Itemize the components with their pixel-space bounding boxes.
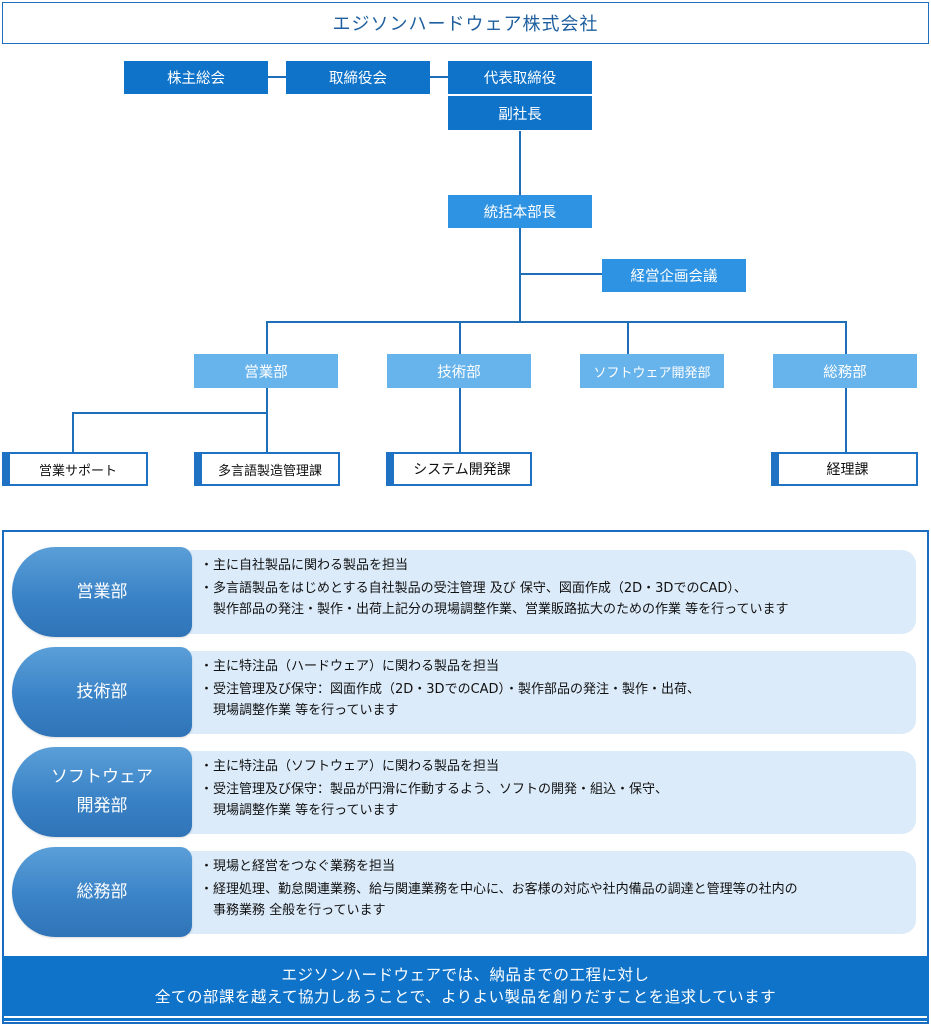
dept-pill-software: ソフトウェア 開発部 bbox=[12, 747, 192, 837]
description-text-tech: ・主に特注品（ハードウェア）に関わる製品を担当 ・受注管理及び保守：図面作成（2… bbox=[200, 656, 700, 721]
dept-pill-tech: 技術部 bbox=[12, 647, 192, 737]
connector bbox=[519, 228, 521, 323]
section-multilang-box: 多言語製造管理課 bbox=[194, 452, 340, 486]
connector bbox=[845, 388, 847, 452]
dept-general-affairs-box: 総務部 bbox=[773, 354, 917, 388]
description-text-software: ・主に特注品（ソフトウェア）に関わる製品を担当 ・受注管理及び保守：製品が円滑に… bbox=[200, 756, 668, 821]
description-row-tech bbox=[160, 651, 916, 734]
description-line: ・経理処理、勤怠関連業務、給与関連業務を中心に、お客様の対応や社内備品の調達と管… bbox=[200, 882, 798, 897]
general-manager-box: 統括本部長 bbox=[448, 195, 592, 228]
footer-line-1: エジソンハードウェアでは、納品までの工程に対し bbox=[281, 966, 650, 984]
connector bbox=[520, 273, 602, 275]
description-line: ・現場と経営をつなぐ業務を担当 bbox=[200, 859, 396, 874]
connector bbox=[72, 412, 74, 452]
company-title: エジソンハードウェア株式会社 bbox=[2, 2, 929, 44]
dept-pill-sales: 営業部 bbox=[12, 547, 192, 637]
dept-tech-box: 技術部 bbox=[387, 354, 531, 388]
connector bbox=[266, 388, 268, 452]
dept-pill-label: 技術部 bbox=[76, 681, 128, 702]
description-line: 事務業務 全般を行っています bbox=[200, 903, 386, 918]
shareholders-box: 株主総会 bbox=[124, 61, 268, 94]
section-system-dev-box: システム開発課 bbox=[386, 452, 532, 486]
dept-pill-general-affairs: 総務部 bbox=[12, 847, 192, 937]
description-line: ・主に特注品（ハードウェア）に関わる製品を担当 bbox=[200, 659, 500, 674]
connector bbox=[72, 412, 268, 414]
connector bbox=[268, 76, 286, 78]
footer-line-2: 全ての部課を越えて協力しあうことで、よりよい製品を創りだすことを追求しています bbox=[154, 988, 777, 1006]
description-line: 製作部品の発注・製作・出荷上記分の現場調整作業、営業販路拡大のための作業 等を行… bbox=[200, 602, 789, 617]
description-line: 現場調整作業 等を行っています bbox=[200, 803, 399, 818]
planning-meeting-box: 経営企画会議 bbox=[602, 259, 746, 292]
description-line: ・受注管理及び保守：図面作成（2D・3DでのCAD）・製作部品の発注・製作・出荷… bbox=[200, 682, 701, 697]
connector bbox=[459, 388, 461, 452]
description-row-general-affairs bbox=[160, 851, 916, 934]
description-row-software bbox=[160, 751, 916, 834]
connector bbox=[459, 321, 461, 354]
dept-pill-label: 総務部 bbox=[76, 881, 128, 902]
footer-rule bbox=[2, 1018, 929, 1021]
description-text-general-affairs: ・現場と経営をつなぐ業務を担当 ・経理処理、勤怠関連業務、給与関連業務を中心に、… bbox=[200, 856, 798, 921]
dept-pill-label: ソフトウェア bbox=[51, 767, 153, 787]
dept-pill-label: 開発部 bbox=[76, 796, 128, 816]
vp-box: 副社長 bbox=[448, 96, 592, 130]
connector bbox=[266, 321, 268, 354]
ceo-box: 代表取締役 bbox=[448, 61, 592, 94]
description-line: ・受注管理及び保守：製品が円滑に作動するよう、ソフトの開発・組込・保守、 bbox=[200, 782, 669, 797]
description-line: ・主に自社製品に関わる製品を担当 bbox=[200, 558, 409, 573]
dept-sales-box: 営業部 bbox=[194, 354, 338, 388]
section-sales-support-box: 営業サポート bbox=[2, 452, 148, 486]
connector bbox=[430, 76, 448, 78]
footer-message: エジソンハードウェアでは、納品までの工程に対し 全ての部課を越えて協力しあうこと… bbox=[2, 956, 929, 1016]
description-line: ・多言語製品をはじめとする自社製品の受注管理 及び 保守、図面作成（2D・3Dで… bbox=[200, 581, 747, 596]
section-accounting-box: 経理課 bbox=[771, 452, 918, 486]
description-row-sales bbox=[160, 550, 916, 634]
dept-pill-label: 営業部 bbox=[76, 581, 128, 602]
connector bbox=[266, 321, 847, 323]
dept-software-box: ソフトウェア開発部 bbox=[580, 354, 724, 388]
connector bbox=[519, 131, 521, 195]
description-line: ・主に特注品（ソフトウェア）に関わる製品を担当 bbox=[200, 759, 500, 774]
board-box: 取締役会 bbox=[286, 61, 430, 94]
description-text-sales: ・主に自社製品に関わる製品を担当 ・多言語製品をはじめとする自社製品の受注管理 … bbox=[200, 555, 788, 620]
connector bbox=[627, 321, 629, 354]
description-line: 現場調整作業 等を行っています bbox=[200, 703, 399, 718]
connector bbox=[845, 321, 847, 354]
